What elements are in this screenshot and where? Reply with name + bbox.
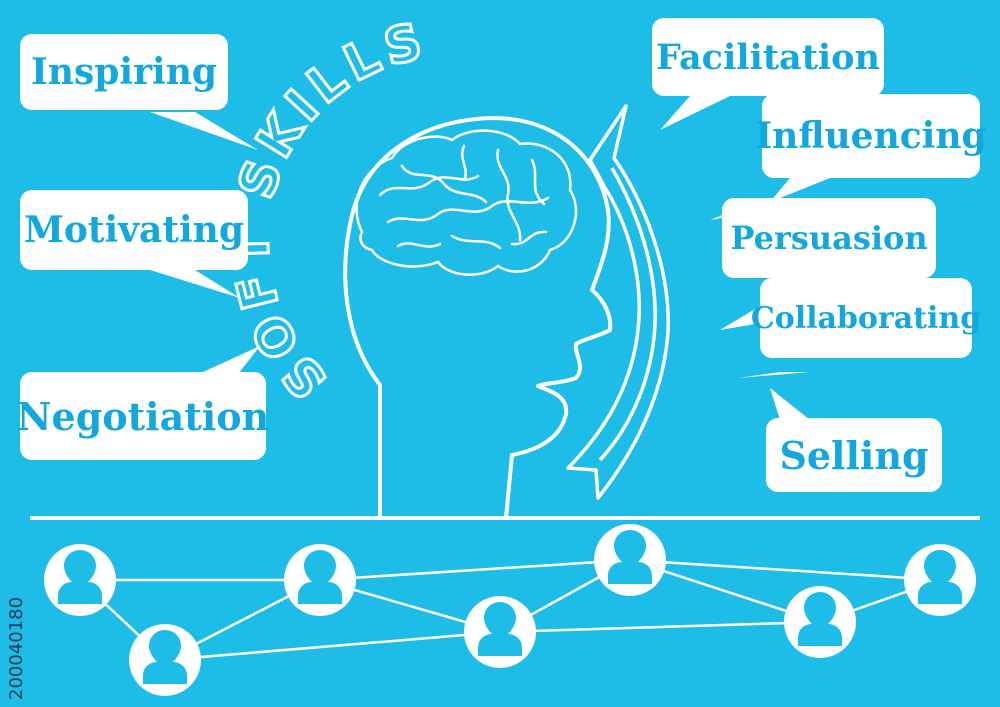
person-avatar-icon (58, 550, 102, 604)
person-avatar-icon (478, 602, 522, 656)
person-avatar-icon (298, 550, 342, 604)
stock-id-text: 200040180 (6, 597, 27, 700)
skill-facilitation: Facilitation (652, 18, 884, 96)
person-avatar-icon (608, 530, 652, 584)
skill-selling: Selling (766, 418, 942, 492)
skill-persuasion: Persuasion (722, 198, 936, 278)
bubble-tails (150, 96, 830, 420)
skill-inspiring: Inspiring (20, 34, 228, 110)
person-avatar-icon (918, 550, 962, 604)
stock-id-watermark: 200040180 (6, 597, 27, 700)
skill-collaborating: Collaborating (751, 278, 981, 358)
person-node (44, 544, 116, 616)
skill-negotiation: Negotiation (17, 372, 269, 460)
page-title: SOFT SKILLS (220, 9, 428, 411)
person-node (594, 524, 666, 596)
person-node (284, 544, 356, 616)
circular-arrow-icon (566, 104, 670, 500)
person-node (129, 624, 201, 696)
person-node (904, 544, 976, 616)
title-arc-text: SOFT SKILLS (222, 11, 433, 410)
network-nodes (44, 524, 976, 696)
person-avatar-icon (798, 592, 842, 646)
brain-icon (355, 129, 578, 276)
person-node (464, 596, 536, 668)
person-node (784, 586, 856, 658)
skill-motivating: Motivating (20, 190, 248, 270)
skill-influencing: Influencing (755, 94, 987, 178)
person-avatar-icon (143, 630, 187, 684)
